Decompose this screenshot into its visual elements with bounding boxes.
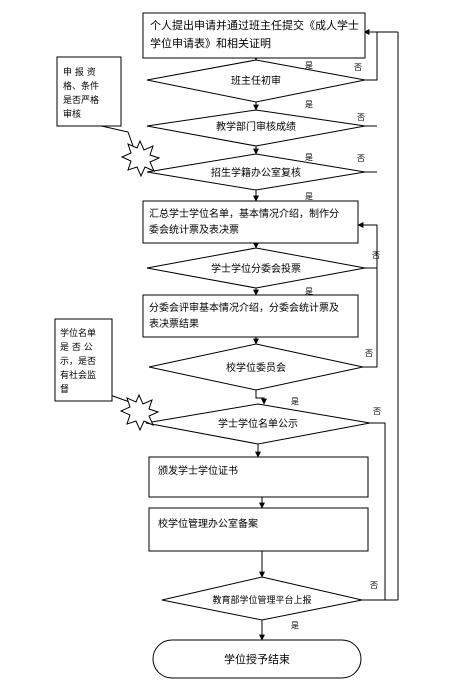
node-summary-line2: 委会统计票及表决票 bbox=[149, 223, 239, 236]
note-eligibility-line2: 格、条件 bbox=[63, 80, 99, 92]
decision-ministry-report bbox=[161, 576, 363, 621]
decision-subcommittee-vote-label: 学士学位分委会投票 bbox=[211, 262, 301, 275]
decision-university-committee bbox=[148, 343, 364, 391]
note-eligibility bbox=[56, 56, 122, 127]
decision-class-teacher bbox=[146, 59, 366, 103]
node-filing-label: 校学位管理办公室备案 bbox=[158, 517, 258, 530]
decision-teaching-dept-label: 教学部门审核成绩 bbox=[216, 120, 296, 133]
no-label-1: 否 bbox=[354, 63, 362, 72]
node-summary bbox=[142, 200, 359, 244]
no-label-3: 否 bbox=[357, 154, 365, 163]
node-apply-line1: 个人提出申请并通过班主任提交《成人学士 bbox=[150, 18, 359, 32]
note-publicity-line3: 示，是否 bbox=[60, 356, 96, 367]
yes-label-7: 是 bbox=[291, 621, 299, 630]
yes-label-3: 是 bbox=[305, 153, 313, 162]
decision-teaching-dept bbox=[146, 109, 366, 147]
no-label-7: 否 bbox=[370, 581, 378, 590]
note-eligibility-line1: 申 报 资 bbox=[63, 66, 96, 78]
decision-admissions-office-label: 招生学籍办公室复核 bbox=[211, 166, 301, 179]
no-return-line-7 bbox=[370, 422, 386, 600]
yes-label-2: 是 bbox=[305, 100, 313, 109]
no-return-line-1 bbox=[365, 32, 378, 81]
no-label-6: 否 bbox=[373, 407, 381, 416]
terminal-end bbox=[152, 639, 362, 679]
yes-label-4: 是 bbox=[305, 192, 313, 201]
yes-label-5: 是 bbox=[305, 287, 313, 296]
node-issue-certificate bbox=[148, 456, 369, 498]
note-publicity bbox=[54, 318, 113, 402]
decision-admissions-office bbox=[146, 153, 366, 191]
note-publicity-line5: 督 bbox=[60, 383, 69, 395]
decision-list-publicity bbox=[145, 403, 371, 445]
node-summary-line1: 汇总学士学位名单，基本情况介绍，制作分 bbox=[149, 207, 339, 220]
terminal-end-label: 学位授予结束 bbox=[224, 652, 290, 666]
no-label-4: 否 bbox=[372, 251, 380, 260]
decision-subcommittee-vote bbox=[146, 247, 366, 289]
note-publicity-line4: 有社会监 bbox=[60, 369, 96, 381]
node-issue-certificate-label: 颁发学士学位证书 bbox=[158, 464, 238, 477]
node-apply-line2: 学位申请表》和相关证明 bbox=[150, 36, 271, 50]
note-eligibility-line4: 审核 bbox=[63, 108, 81, 120]
note-publicity-line2: 是 否 公 bbox=[60, 342, 93, 353]
node-filing bbox=[148, 507, 369, 552]
decision-ministry-report-label: 教育部学位管理平台上报 bbox=[212, 594, 311, 606]
node-subcommittee-review bbox=[142, 294, 359, 338]
node-subcommittee-review-line1: 分委会评审基本情况介绍，分委会统计票及 bbox=[149, 301, 339, 314]
note2-burst-icon bbox=[119, 393, 160, 432]
no-return-line-5 bbox=[363, 268, 378, 368]
yes-label-6: 是 bbox=[291, 397, 299, 406]
yes-label-1: 是 bbox=[305, 61, 313, 70]
note-eligibility-line3: 是否严格 bbox=[63, 94, 99, 106]
note1-burst-icon bbox=[120, 139, 161, 178]
no-label-2: 否 bbox=[357, 113, 365, 122]
decision-list-publicity-label: 学士学位名单公示 bbox=[218, 417, 298, 430]
note-publicity-line1: 学位名单 bbox=[60, 327, 96, 339]
decision-university-committee-label: 校学位委员会 bbox=[226, 361, 286, 374]
no-label-5: 否 bbox=[365, 349, 373, 358]
node-subcommittee-review-line2: 表决票结果 bbox=[149, 317, 199, 330]
decision-class-teacher-label: 班主任初审 bbox=[231, 74, 281, 87]
node-apply bbox=[142, 12, 366, 59]
no-return-line-4 bbox=[357, 222, 378, 269]
